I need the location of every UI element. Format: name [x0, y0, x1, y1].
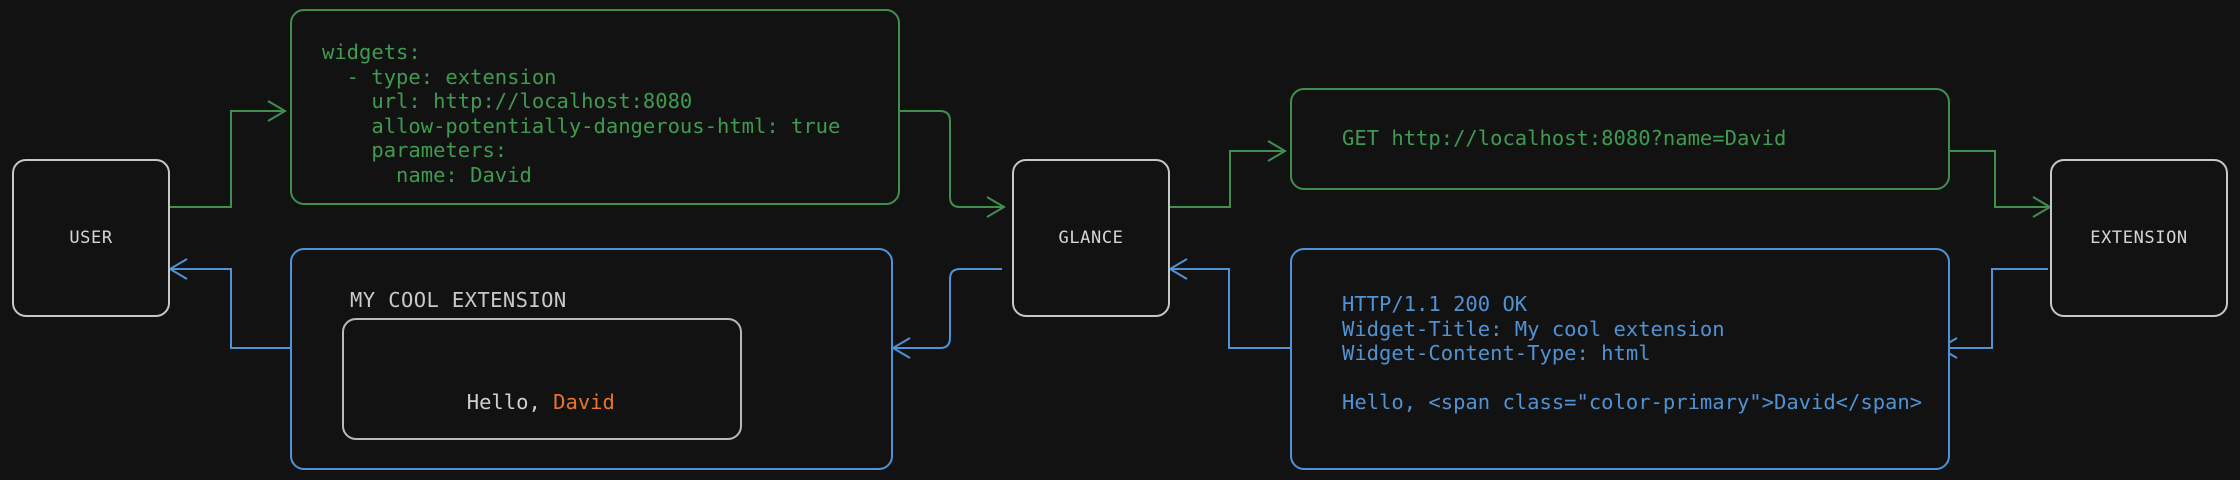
- connector-extension-to-response: [1938, 268, 2048, 359]
- message-box-yaml-config[interactable]: widgets: - type: extension url: http://l…: [290, 9, 900, 205]
- http-request-code: GET http://localhost:8080?name=David: [1342, 126, 1787, 150]
- http-response-code: HTTP/1.1 200 OK Widget-Title: My cool ex…: [1342, 292, 1923, 414]
- node-glance-label: GLANCE: [1058, 228, 1124, 248]
- node-glance[interactable]: GLANCE: [1012, 159, 1170, 317]
- node-user-label: USER: [69, 228, 113, 248]
- connector-response-to-glance: [1168, 258, 1290, 349]
- connector-glance-to-widget: [891, 268, 1002, 359]
- widget-card-greeting: Hello, David: [368, 366, 615, 438]
- message-box-http-response[interactable]: HTTP/1.1 200 OK Widget-Title: My cool ex…: [1290, 248, 1950, 470]
- yaml-config-code: widgets: - type: extension url: http://l…: [322, 40, 841, 187]
- message-box-rendered-widget[interactable]: MY COOL EXTENSION Hello, David: [290, 248, 893, 470]
- node-extension-label: EXTENSION: [2090, 228, 2188, 248]
- widget-title: MY COOL EXTENSION: [350, 288, 567, 312]
- widget-greeting-accent-name: David: [553, 390, 615, 414]
- connector-widget-to-user: [168, 258, 290, 349]
- connector-request-to-extension: [1950, 150, 2052, 218]
- connector-config-to-glance: [900, 110, 1006, 218]
- node-user[interactable]: USER: [12, 159, 170, 317]
- message-box-http-request[interactable]: GET http://localhost:8080?name=David: [1290, 88, 1950, 190]
- node-extension[interactable]: EXTENSION: [2050, 159, 2228, 317]
- widget-greeting-prefix: Hello,: [466, 390, 554, 414]
- widget-card[interactable]: Hello, David: [342, 318, 742, 440]
- connector-user-to-config: [170, 100, 287, 208]
- connector-glance-to-request: [1170, 140, 1287, 208]
